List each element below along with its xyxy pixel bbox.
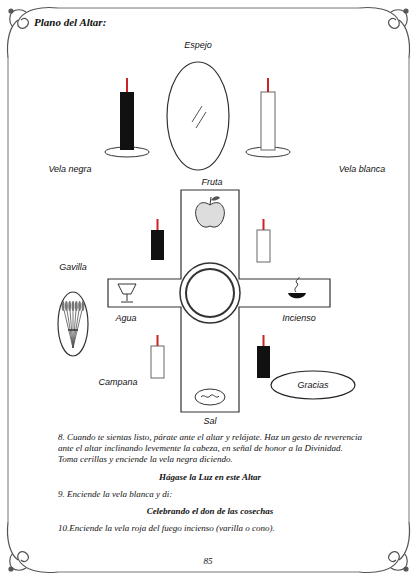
wheat-ear [78,301,81,311]
element-label: Agua [115,313,136,324]
salt-dish [195,389,225,405]
dish-rim [195,389,225,405]
wheat-stalk [73,310,79,348]
altar-pentacle [180,263,240,323]
chalice-stem [127,294,128,301]
wheat-ear [75,301,78,311]
ellipse-shape [271,371,355,399]
mirror-gloss [192,106,206,128]
invocation-heading: Hágase la Luz en este Altar [159,472,261,483]
corner-ornament [7,522,58,573]
incense-burner [288,277,306,298]
candle-label: Vela negra [48,164,91,175]
candle-flame [157,335,159,346]
candle-body [120,92,134,150]
small-white-candle [151,335,164,378]
apple [196,196,225,227]
offering-label: Fruta [201,177,222,188]
apple-leaf [211,196,220,200]
candle-label: Vela blanca [339,164,386,175]
small-black-candle [151,219,164,260]
candle-flame [267,78,269,92]
wheat-ear [68,301,71,311]
page-frame [8,8,409,572]
chalice [118,284,136,302]
wheat-ear [82,301,85,311]
black-candle [105,78,149,157]
candle-flame [157,219,159,230]
small-black-candle [257,335,270,378]
altar-pentacle [186,269,234,317]
corner-ornament [359,522,410,573]
page-title: Plano del Altar: [34,16,106,29]
candle-body [151,230,164,260]
candle-flame [263,219,265,230]
wheat-ear [65,301,68,311]
thanks-ellipse: Gracias [270,370,356,400]
small-white-candle [257,219,270,262]
frame-line [409,58,410,522]
frame-line [58,572,359,573]
step-text: 10.Enciende la vela roja del fuego incie… [58,523,363,534]
apple-stem [210,197,211,205]
candle-body [261,92,275,150]
mirror-frame: Espejo [166,40,230,172]
element-label: Incienso [282,313,316,324]
wheat-ear [72,301,75,311]
node-label: Gracias [270,380,356,391]
sheaf-outline [45,262,101,362]
wheat-ear [62,301,65,311]
incense-smoke [295,277,299,292]
mirror-oval [167,62,229,170]
wheat-stalk [70,310,73,348]
wheat-stalk [64,310,73,348]
frame-line [58,8,359,9]
candle-body [257,346,270,378]
wheat-sheaf [62,301,85,348]
invocation-heading: Celebrando el don de las cosechas [147,506,274,517]
chalice-foot [121,302,133,303]
page-number: 85 [204,556,213,567]
candle-flame [263,335,265,346]
mirror-outline [166,40,230,172]
candle-body [151,346,164,378]
white-candle [246,78,290,157]
wheat-sheaf-frame: Gavilla [45,262,101,362]
sheaf-oval [58,292,88,356]
apple-body [196,203,225,227]
step-text: 8. Cuando te sientas listo, párate ante … [58,432,363,465]
sheaf-tie [68,329,78,331]
chalice-cup [118,284,136,294]
salt-grains [201,395,219,397]
candle-flame [126,78,128,92]
frame-line [8,58,9,522]
wheat-stalk [67,310,73,348]
node-label: Gavilla [45,262,101,273]
incense-bowl [288,293,306,298]
node-label: Espejo [166,40,230,51]
tool-label: Campana [98,377,137,388]
candle-body [257,230,270,262]
corner-ornament [359,7,410,58]
corner-ornament [7,7,58,58]
step-text: 9. Enciende la vela blanca y di: [58,489,172,500]
element-label: Sal [203,416,216,427]
wheat-stalk [73,310,82,348]
